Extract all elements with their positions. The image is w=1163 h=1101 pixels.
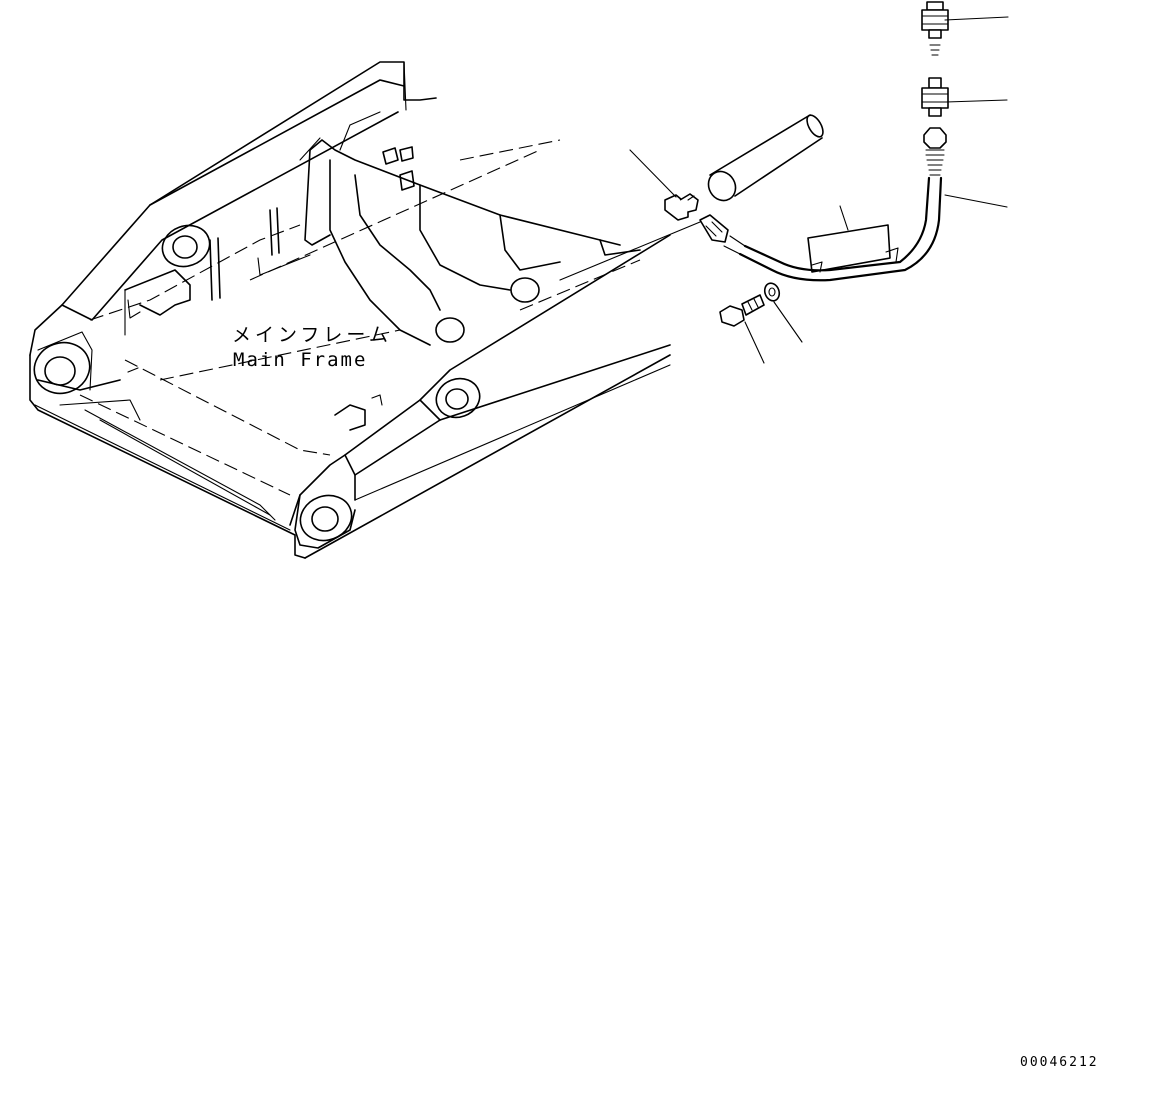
grease-fitting-icon: [922, 2, 948, 55]
clamp-icon: [808, 225, 898, 272]
elbow-fitting-icon: [665, 194, 698, 220]
washer-icon: [762, 281, 781, 303]
main-frame-label-en: Main Frame: [233, 349, 368, 371]
leader-lines: [560, 17, 1008, 363]
main-frame: [27, 62, 670, 558]
hose-icon: [700, 128, 946, 280]
bolt-icon: [720, 295, 764, 326]
main-frame-label-ja: メインフレーム: [232, 324, 392, 346]
pin-icon: [703, 113, 826, 206]
adapter-icon: [922, 78, 948, 116]
drawing-number: 00046212: [1020, 1055, 1099, 1070]
